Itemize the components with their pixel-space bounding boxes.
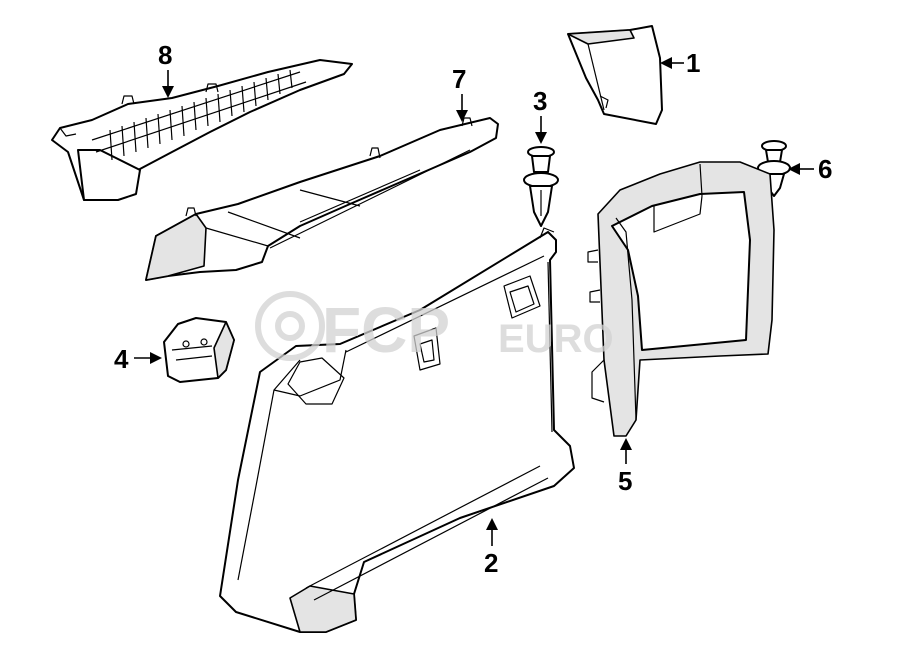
part-5-curved-panel bbox=[587, 161, 775, 437]
arrowhead-2 bbox=[486, 518, 498, 530]
watermark-brand-main: FCP bbox=[322, 294, 450, 366]
callout-1: 1 bbox=[686, 48, 700, 78]
part-8-ribbed-bracket bbox=[51, 59, 353, 201]
watermark-brand-suffix: EURO bbox=[498, 317, 614, 361]
arrowhead-5 bbox=[620, 438, 632, 450]
arrowhead-1 bbox=[660, 57, 672, 69]
part-7-upper-trim bbox=[145, 117, 499, 281]
callout-6: 6 bbox=[818, 154, 832, 184]
part-1-corner-cap bbox=[567, 25, 663, 125]
callouts: 8 7 3 1 6 4 5 2 bbox=[114, 40, 832, 578]
arrowhead-4 bbox=[150, 352, 162, 364]
part-3-push-clip bbox=[523, 146, 559, 227]
watermark-logo: FCP EURO bbox=[255, 291, 614, 366]
part-2-quarter-trim-panel bbox=[219, 227, 575, 633]
callout-2: 2 bbox=[484, 548, 498, 578]
arrowhead-3 bbox=[535, 132, 547, 144]
callout-8: 8 bbox=[158, 40, 172, 70]
callout-3: 3 bbox=[533, 86, 547, 116]
callout-5: 5 bbox=[618, 466, 632, 496]
arrowhead-8 bbox=[162, 86, 174, 98]
part-4-small-bracket bbox=[163, 317, 235, 383]
callout-4: 4 bbox=[114, 344, 129, 374]
arrowhead-6 bbox=[788, 163, 800, 175]
arrowhead-7 bbox=[456, 110, 468, 122]
callout-7: 7 bbox=[452, 64, 466, 94]
